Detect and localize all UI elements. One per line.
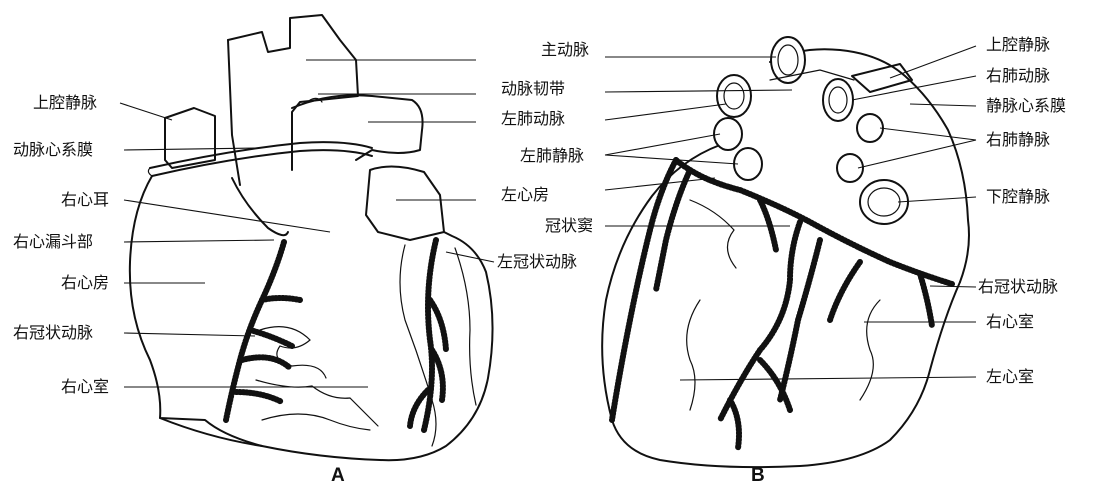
left-atrium-outline [366,166,444,240]
label-conus: 右心漏斗部 [13,233,93,251]
left-pulmonary-artery-opening [717,75,751,117]
label-ivc: 下腔静脉 [986,188,1050,206]
caption-panel-a: A [331,465,345,487]
label-left-coronary: 左冠状动脉 [497,253,577,271]
label-svc-b: 上腔静脉 [986,36,1050,54]
label-aorta: 主动脉 [541,41,589,59]
right-pulmonary-artery-opening [823,79,853,121]
heart-posterior-drawing [602,37,969,467]
label-venous-mesocardium: 静脉心系膜 [986,97,1066,115]
label-svc-a: 上腔静脉 [33,94,97,112]
label-left-pulm-artery: 左肺动脉 [501,110,565,128]
caption-panel-b: B [751,465,765,487]
label-left-pulm-vein: 左肺静脉 [520,147,584,165]
heart-anterior-drawing [130,15,493,460]
right-coronary-artery-b [920,274,932,326]
label-coronary-sinus: 冠状窦 [545,217,593,235]
left-pulmonary-vein-lower [734,148,762,180]
label-right-coronary-b: 右冠状动脉 [978,278,1058,296]
label-left-ventricle: 左心室 [986,368,1034,386]
label-right-auricle: 右心耳 [61,191,109,209]
right-auricle-outline [232,178,288,235]
label-right-pulm-artery: 右肺动脉 [986,67,1050,85]
label-right-ventricle-a: 右心室 [61,378,109,396]
label-arterial-mesocardium: 动脉心系膜 [13,141,93,159]
label-right-coronary-a: 右冠状动脉 [13,324,93,342]
label-ligamentum: 动脉韧带 [501,80,565,98]
aorta-outline [228,15,358,170]
label-left-atrium: 左心房 [501,186,549,204]
label-right-pulm-vein: 右肺静脉 [986,131,1050,149]
right-pulmonary-vein-upper [857,114,883,142]
label-right-ventricle-b: 右心室 [986,313,1034,331]
label-right-atrium: 右心房 [61,274,109,292]
left-coronary-artery-a [424,240,436,430]
